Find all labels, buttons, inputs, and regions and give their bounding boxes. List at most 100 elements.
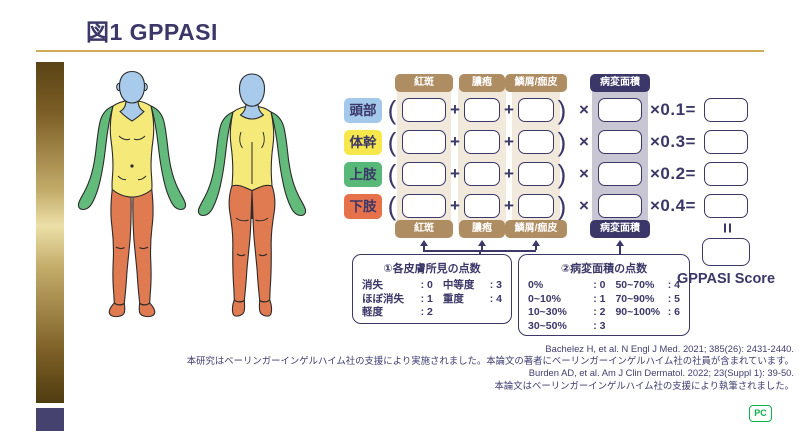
input-box-pustule	[464, 162, 500, 186]
result-box	[704, 98, 748, 122]
body-figure-back	[197, 73, 307, 317]
hip-line	[117, 175, 127, 181]
input-box-pustule	[464, 194, 500, 218]
shoulder-blade-line	[239, 131, 243, 149]
score-row-upper-limbs: 上肢 ( + + ) × ×0.2=	[344, 161, 748, 187]
score-row-head: 頭部 ( + + ) × ×0.1=	[344, 97, 748, 123]
up-arrow-icon	[477, 240, 486, 246]
row-label-lower-limbs: 下肢	[344, 193, 382, 219]
legend-title: ①各皮膚所見の点数	[383, 263, 481, 275]
connector-line	[619, 246, 621, 254]
input-box-area	[598, 194, 642, 218]
plus-sign: +	[504, 132, 514, 151]
shoulder-blade-line	[261, 131, 265, 149]
plus-sign: +	[450, 100, 460, 119]
plus-sign: +	[504, 164, 514, 183]
trunk-region	[109, 99, 155, 198]
references: Bachelez H, et al. N Engl J Med. 2021; 3…	[34, 343, 794, 392]
column-header-erythema-bottom: 紅斑	[395, 220, 453, 238]
close-paren: )	[557, 95, 567, 125]
legend-skin-findings: ①各皮膚所見の点数 消失: 0 ほぼ消失: 1 軽度: 2 中等度: 3 重度:…	[352, 254, 512, 324]
input-box-erythema	[402, 98, 446, 122]
legend-entry: 0~10%: 1	[528, 292, 606, 305]
connector-line	[535, 246, 537, 250]
leg-region	[110, 188, 132, 306]
gold-sidebar	[36, 62, 64, 403]
head-region	[118, 70, 146, 104]
arm-region	[197, 111, 234, 217]
arm-region	[77, 105, 114, 211]
close-paren: )	[557, 127, 567, 157]
input-box-pustule	[464, 130, 500, 154]
up-arrow-icon	[615, 240, 624, 246]
column-header-pustule-top: 膿疱	[459, 74, 505, 92]
buttock-crease	[235, 217, 249, 222]
legend-entry: 重度: 4	[442, 292, 502, 305]
plus-sign: +	[450, 164, 460, 183]
chest-line	[118, 135, 131, 141]
reference-line: Burden AD, et al. Am J Clin Dermatol. 20…	[528, 367, 794, 379]
legend-entry: 90~100%: 6	[615, 306, 680, 318]
legend-entry: ほぼ消失: 1	[362, 292, 433, 305]
foot-region	[108, 302, 126, 318]
input-box-scale	[518, 194, 554, 218]
legend-entry: 30~50%: 3	[528, 319, 606, 332]
column-header-area-bottom: 病変面積	[590, 220, 650, 238]
input-box-scale	[518, 162, 554, 186]
input-box-area	[598, 162, 642, 186]
close-paren: )	[557, 159, 567, 189]
total-score-box	[702, 238, 750, 266]
legend-entry: 中等度: 3	[442, 279, 502, 291]
column-header-pustule-bottom: 膿疱	[459, 220, 505, 238]
body-figure-front	[77, 70, 187, 318]
legend-entry: 消失: 0	[362, 279, 433, 291]
weight-multiplier: ×0.4=	[650, 196, 696, 215]
connector-line	[479, 250, 481, 254]
input-box-erythema	[402, 130, 446, 154]
open-paren: (	[387, 191, 397, 221]
open-paren: (	[387, 159, 397, 189]
result-box	[704, 162, 748, 186]
weight-multiplier: ×0.2=	[650, 164, 696, 183]
times-sign: ×	[579, 196, 589, 215]
legend-entry: 10~30%: 2	[528, 306, 606, 318]
input-box-scale	[518, 130, 554, 154]
row-label-head: 頭部	[344, 97, 382, 123]
times-sign: ×	[579, 100, 589, 119]
knee-line	[236, 253, 246, 257]
score-row-lower-limbs: 下肢 ( + + ) × ×0.4=	[344, 193, 748, 219]
input-box-erythema	[402, 194, 446, 218]
reference-line: 本論文はベーリンガーインゲルハイム社の支援により執筆されました。	[494, 379, 794, 391]
row-label-upper-limbs: 上肢	[344, 161, 382, 187]
pc-logo: PC	[749, 405, 772, 422]
reference-line: 本研究はベーリンガーインゲルハイム社の支援により実施されました。本論文の著者にベ…	[186, 355, 794, 367]
buttock-crease	[255, 217, 269, 222]
column-header-erythema-top: 紅斑	[395, 74, 453, 92]
input-box-erythema	[402, 162, 446, 186]
chest-line	[133, 135, 146, 141]
row-label-trunk: 体幹	[344, 129, 382, 155]
result-box	[704, 130, 748, 154]
weight-multiplier: ×0.1=	[650, 100, 696, 119]
input-box-area	[598, 98, 642, 122]
up-arrow-icon	[419, 240, 428, 246]
reference-line: Bachelez H, et al. N Engl J Med. 2021; 3…	[545, 343, 794, 354]
open-paren: (	[387, 127, 397, 157]
legend-lesion-area: ②病変面積の点数 0%: 0 0~10%: 1 10~30%: 2 30~50%…	[518, 254, 690, 336]
column-header-area-top: 病変面積	[590, 74, 650, 92]
gppasi-score-label: GPPASI Score	[676, 271, 776, 287]
knee-line	[115, 246, 125, 250]
legend-entry: 50~70%: 4	[615, 279, 680, 291]
input-box-pustule	[464, 98, 500, 122]
input-box-scale	[518, 98, 554, 122]
score-row-trunk: 体幹 ( + + ) × ×0.3=	[344, 129, 748, 155]
connector-line	[423, 246, 425, 250]
navy-square	[36, 408, 64, 431]
head-region	[238, 73, 266, 107]
foot-region	[231, 299, 246, 317]
column-header-scale-top: 鱗屑/痂皮	[505, 74, 567, 92]
close-paren: )	[557, 191, 567, 221]
plus-sign: +	[504, 100, 514, 119]
plus-sign: +	[504, 196, 514, 215]
